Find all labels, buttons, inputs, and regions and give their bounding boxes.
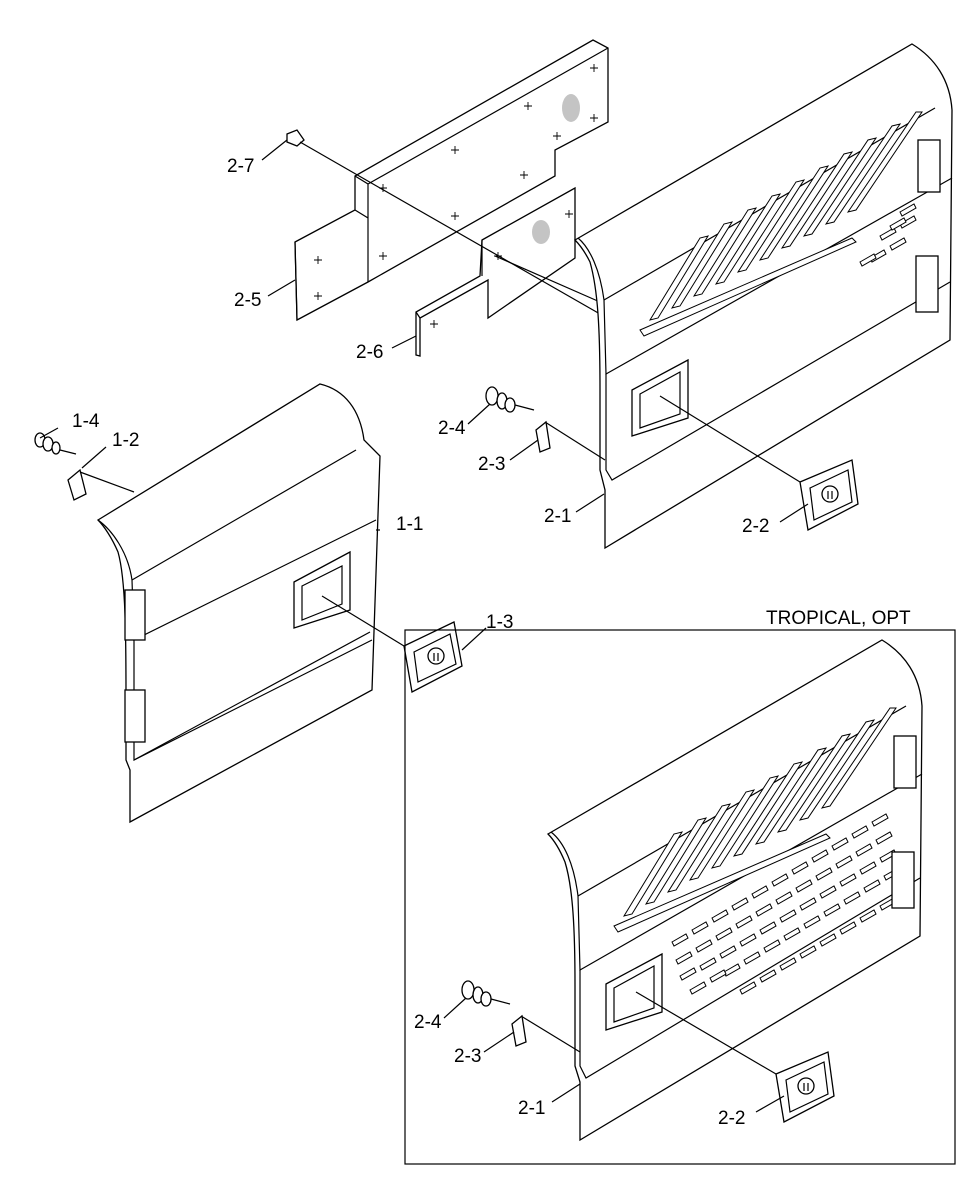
callout-2-7: 2-7 (227, 156, 254, 177)
callout-1-3: 1-3 (486, 612, 513, 633)
callout-2-6: 2-6 (356, 342, 383, 363)
bracket-2-3-top (535, 420, 606, 461)
callout-2-1-top: 2-1 (544, 506, 571, 527)
bolt-assembly-1-4 (34, 432, 77, 455)
side-door-2-1-top (573, 43, 953, 550)
callout-2-3-top: 2-3 (478, 454, 505, 475)
callout-2-2-top: 2-2 (742, 516, 769, 537)
callout-1-4: 1-4 (72, 411, 100, 432)
leader-lines (39, 139, 809, 1113)
latch-handle-2-2-tropical (635, 991, 835, 1123)
latch-handle-2-2-top (659, 395, 859, 531)
callout-2-1-tropical: 2-1 (518, 1098, 545, 1119)
callout-2-4-tropical: 2-4 (414, 1012, 442, 1033)
insulation-pad-2-6 (415, 186, 576, 357)
bolt-assembly-2-4-tropical (461, 980, 511, 1007)
bracket-2-3-tropical (511, 1014, 581, 1053)
callout-2-3-tropical: 2-3 (454, 1046, 481, 1067)
side-door-1-1 (96, 383, 381, 824)
bracket-1-2 (67, 468, 135, 501)
callout-2-5: 2-5 (234, 290, 261, 311)
bolt-assembly-2-4-top (485, 386, 535, 413)
side-door-2-1-tropical (546, 639, 923, 1142)
latch-handle-1-3 (321, 595, 463, 693)
callout-1-1: 1-1 (396, 514, 423, 535)
callout-2-4-top: 2-4 (438, 418, 466, 439)
insulation-pad-2-5 (294, 39, 609, 322)
callout-2-2-tropical: 2-2 (718, 1108, 745, 1129)
tropical-option-frame (404, 629, 956, 1165)
callout-1-2: 1-2 (112, 430, 139, 451)
clip-2-7 (286, 129, 381, 189)
tropical-option-title: TROPICAL, OPT (766, 608, 911, 629)
